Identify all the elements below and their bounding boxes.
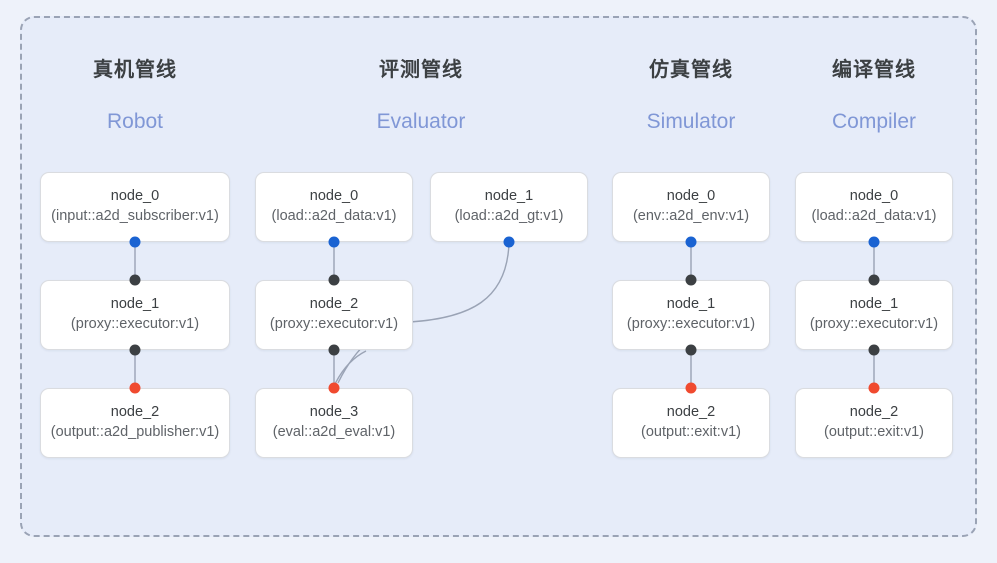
port-output-simulator-node_0[interactable] — [685, 236, 697, 248]
port-output-evaluator-node_0[interactable] — [328, 236, 340, 248]
port-input-compiler-node_1[interactable] — [868, 274, 880, 286]
node-name: node_2 — [666, 404, 716, 421]
node-spec: (proxy::executor:v1) — [70, 316, 200, 332]
node-simulator-node_0[interactable]: node_0 (env::a2d_env:v1) — [612, 172, 770, 242]
port-output-robot-node_0[interactable] — [129, 236, 141, 248]
node-name: node_1 — [484, 188, 534, 205]
pipeline-canvas — [20, 16, 977, 537]
node-name: node_1 — [666, 296, 716, 313]
node-spec: (input::a2d_subscriber:v1) — [51, 208, 219, 224]
node-name: node_0 — [666, 188, 716, 205]
port-output-evaluator-node_1[interactable] — [503, 236, 515, 248]
node-evaluator-node_0[interactable]: node_0 (load::a2d_data:v1) — [255, 172, 413, 242]
node-spec: (output::a2d_publisher:v1) — [50, 424, 220, 440]
node-evaluator-node_1[interactable]: node_1 (load::a2d_gt:v1) — [430, 172, 588, 242]
node-compiler-node_0[interactable]: node_0 (load::a2d_data:v1) — [795, 172, 953, 242]
node-evaluator-node_3[interactable]: node_3 (eval::a2d_eval:v1) — [255, 388, 413, 458]
node-compiler-node_2[interactable]: node_2 (output::exit:v1) — [795, 388, 953, 458]
node-robot-node_0[interactable]: node_0 (input::a2d_subscriber:v1) — [40, 172, 230, 242]
node-robot-node_2[interactable]: node_2 (output::a2d_publisher:v1) — [40, 388, 230, 458]
port-input-simulator-node_1[interactable] — [685, 274, 697, 286]
node-spec: (proxy::executor:v1) — [626, 316, 756, 332]
node-name: node_2 — [309, 296, 359, 313]
node-robot-node_1[interactable]: node_1 (proxy::executor:v1) — [40, 280, 230, 350]
node-spec: (load::a2d_gt:v1) — [454, 208, 564, 224]
port-input-compiler-node_2[interactable] — [868, 382, 880, 394]
port-output-compiler-node_0[interactable] — [868, 236, 880, 248]
port-input-robot-node_1[interactable] — [129, 274, 141, 286]
node-spec: (proxy::executor:v1) — [809, 316, 939, 332]
port-output-compiler-node_1[interactable] — [868, 344, 880, 356]
node-spec: (output::exit:v1) — [824, 424, 924, 440]
port-input-simulator-node_2[interactable] — [685, 382, 697, 394]
node-spec: (proxy::executor:v1) — [269, 316, 399, 332]
node-spec: (output::exit:v1) — [641, 424, 741, 440]
port-output-robot-node_1[interactable] — [129, 344, 141, 356]
node-spec: (load::a2d_data:v1) — [271, 208, 397, 224]
node-name: node_0 — [110, 188, 160, 205]
node-evaluator-node_2[interactable]: node_2 (proxy::executor:v1) — [255, 280, 413, 350]
node-name: node_1 — [110, 296, 160, 313]
node-simulator-node_2[interactable]: node_2 (output::exit:v1) — [612, 388, 770, 458]
port-output-evaluator-node_2[interactable] — [328, 344, 340, 356]
node-spec: (eval::a2d_eval:v1) — [272, 424, 396, 440]
node-name: node_2 — [849, 404, 899, 421]
node-simulator-node_1[interactable]: node_1 (proxy::executor:v1) — [612, 280, 770, 350]
node-compiler-node_1[interactable]: node_1 (proxy::executor:v1) — [795, 280, 953, 350]
port-input-evaluator-node_3[interactable] — [328, 382, 340, 394]
port-output-simulator-node_1[interactable] — [685, 344, 697, 356]
node-spec: (env::a2d_env:v1) — [632, 208, 750, 224]
node-name: node_3 — [309, 404, 359, 421]
node-name: node_1 — [849, 296, 899, 313]
node-name: node_0 — [309, 188, 359, 205]
port-input-evaluator-node_2[interactable] — [328, 274, 340, 286]
node-spec: (load::a2d_data:v1) — [811, 208, 937, 224]
node-name: node_0 — [849, 188, 899, 205]
node-name: node_2 — [110, 404, 160, 421]
port-input-robot-node_2[interactable] — [129, 382, 141, 394]
